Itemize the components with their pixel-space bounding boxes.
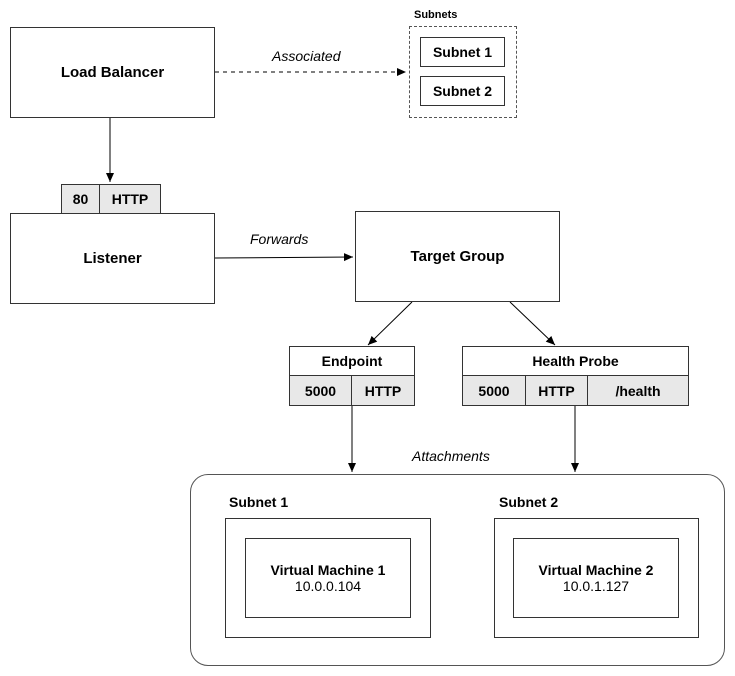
load-balancer-label: Load Balancer	[60, 64, 165, 81]
vm-2-ip: 10.0.1.127	[562, 578, 630, 594]
tg-to-health-arrow	[509, 301, 556, 346]
endpoint-port-cell: 5000	[289, 375, 352, 406]
listener-protocol-cell: HTTP	[99, 184, 161, 214]
listener-box: Listener	[10, 213, 215, 304]
health-probe-port-cell: 5000	[462, 375, 526, 406]
vm-2-box: Virtual Machine 2 10.0.1.127	[513, 538, 679, 618]
endpoint-title: Endpoint	[289, 346, 415, 376]
forwards-arrow	[214, 253, 354, 262]
tg-to-endpoint-arrow	[367, 301, 413, 346]
forwards-label: Forwards	[250, 231, 309, 247]
health-probe-title: Health Probe	[462, 346, 689, 376]
subnet-1-box: Subnet 1	[420, 37, 505, 67]
attachment-subnet-1-label: Subnet 1	[229, 494, 289, 510]
listener-label: Listener	[83, 250, 142, 267]
subnets-group	[409, 26, 517, 118]
listener-port-cell: 80	[61, 184, 100, 214]
load-balancer-box: Load Balancer	[10, 27, 215, 118]
endpoint-protocol-cell: HTTP	[351, 375, 415, 406]
subnet-2-box: Subnet 2	[420, 76, 505, 106]
subnet-1-label: Subnet 1	[432, 44, 493, 60]
subnets-group-title: Subnets	[414, 9, 458, 21]
vm-1-box: Virtual Machine 1 10.0.0.104	[245, 538, 411, 618]
health-probe-path-cell: /health	[587, 375, 689, 406]
subnet-2-label: Subnet 2	[432, 83, 493, 99]
target-group-label: Target Group	[410, 248, 505, 265]
attachment-subnet-2-label: Subnet 2	[499, 494, 559, 510]
attachments-label: Attachments	[412, 448, 490, 464]
vm-2-name: Virtual Machine 2	[538, 562, 654, 578]
target-group-box: Target Group	[355, 211, 560, 302]
vm-1-name: Virtual Machine 1	[270, 562, 386, 578]
associated-label: Associated	[272, 48, 341, 64]
vm-1-ip: 10.0.0.104	[294, 578, 362, 594]
health-probe-protocol-cell: HTTP	[525, 375, 588, 406]
